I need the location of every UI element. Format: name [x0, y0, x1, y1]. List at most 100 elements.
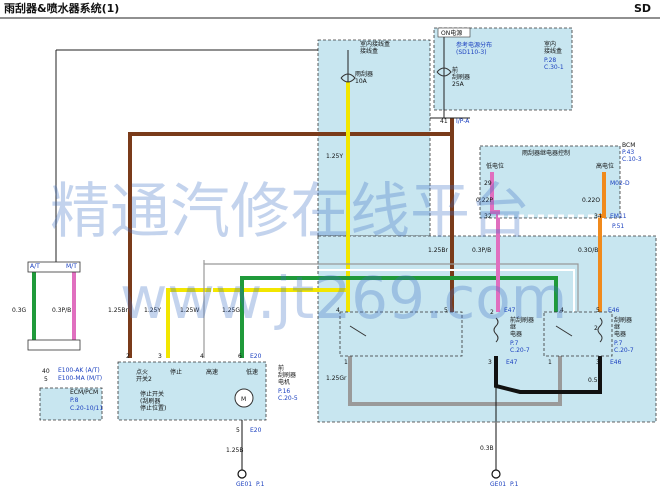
r1-pin-2: 2 — [490, 309, 494, 316]
wire-label-03b: 0.3B — [480, 445, 494, 452]
wire-label-05b: 0.5B — [588, 377, 602, 384]
motor-bottom-pin: 5 — [236, 427, 240, 434]
pin-40: 40 — [42, 368, 50, 375]
fuse-front-2: 刮刷器 — [452, 73, 470, 81]
wire-label-125w: 1.25W — [180, 307, 199, 314]
park-sw-2: (刮刷器 — [140, 397, 160, 405]
pin-29: 29 — [484, 180, 492, 187]
sw-mist-2: 开关2 — [136, 375, 152, 383]
ecm-ref-2: C.20-10/11 — [70, 405, 103, 412]
fuse-rear-rating: 10A — [355, 78, 368, 85]
relay2-coil-icon — [597, 317, 603, 343]
r2-ref-1: P.7 — [614, 340, 623, 347]
r1-label-1: 前刮刷器 — [510, 316, 534, 324]
fuse-rear-icon — [340, 73, 356, 83]
r2-pin-tr: 5 — [596, 307, 600, 314]
wire-white-outer — [203, 263, 579, 358]
motor-ref-2: C.20-5 — [278, 395, 298, 402]
bcm-ref-1: P.43 — [622, 149, 634, 156]
wire-label-03g: 0.3G — [12, 307, 27, 314]
park-sw-1: 停止开关 — [140, 390, 164, 398]
wire-label-125gr: 1.25Gr — [326, 375, 347, 382]
indoor-junction-box — [433, 27, 573, 111]
relay-ground-ref: P.1 — [510, 481, 519, 488]
r2-conn-bottom: E46 — [610, 359, 622, 366]
relay1-switch-icon — [349, 325, 367, 337]
e100-at: E100-AK (A/T) — [58, 367, 100, 374]
sw-low: 低速 — [246, 368, 258, 376]
sw-stop: 停止 — [170, 368, 182, 376]
fusebox-label-1: 室内接线盒 — [360, 40, 390, 48]
conn-m02: M02-D — [610, 180, 630, 187]
ecm-label: ECM/PCM — [70, 389, 98, 396]
r2-label-1: 刮刷器 — [614, 316, 632, 324]
ecm-ref-1: P.8 — [70, 397, 79, 404]
fuse-front-3: 25A — [452, 81, 465, 88]
relay1-coil-icon — [493, 317, 499, 343]
motor-bottom-conn: E20 — [250, 427, 262, 434]
wire-yellow — [166, 82, 350, 358]
indoor-ref-1: P.28 — [544, 57, 556, 64]
bcm-label: BCM — [622, 142, 635, 149]
bcm-low: 低电位 — [486, 162, 504, 170]
bcm-ctrl-title: 雨刮器继电器控制 — [522, 149, 570, 157]
conn-ip: I/P-A — [456, 118, 470, 125]
pin-5: 5 — [44, 376, 48, 383]
wire-label-125y: 1.25Y — [144, 307, 161, 314]
r1-pin-bl: 1 — [344, 359, 348, 366]
motor-pin-3: 3 — [158, 353, 162, 360]
on-power: ON电源 — [441, 29, 462, 37]
fuse-front-1: 前 — [452, 66, 458, 74]
relay-ground: GE01 — [490, 481, 506, 488]
r1-conn-bottom: E47 — [506, 359, 518, 366]
em11-ref: P.51 — [612, 223, 624, 230]
motor-ref-1: P.16 — [278, 388, 290, 395]
watermark-line2: www.jt269.com — [120, 264, 567, 332]
motor-ground-ref: P.1 — [256, 481, 265, 488]
r2-ref-2: C.20-7 — [614, 347, 634, 354]
front-wiper-relay — [339, 311, 463, 357]
wire-label-125b: 1.25B — [226, 447, 243, 454]
motor-icon — [234, 388, 254, 408]
relay2-switch-icon — [555, 325, 573, 337]
watermark-line1: 精通汽修在线平台 — [50, 177, 530, 247]
motor-label-1: 刮刷器 — [278, 371, 296, 379]
indoor-box-2: 接线盒 — [544, 47, 562, 55]
r2-conn: E46 — [608, 307, 620, 314]
wiper-relay — [543, 311, 613, 357]
wire-label-125br-r: 1.25Br — [428, 247, 448, 254]
wire-label-022o: 0.22O — [582, 197, 600, 204]
wire-green — [240, 276, 558, 358]
wire-orange-bcm — [598, 172, 606, 312]
fuse-rear-name: 雨刮器 — [355, 70, 373, 78]
wire-label-125g: 1.25G — [222, 307, 240, 314]
r1-conn: E47 — [504, 307, 516, 314]
label-mt: M/T — [66, 263, 77, 270]
wire-white-inner — [211, 269, 575, 358]
power-dist-1: 参考电源分布 — [456, 41, 492, 49]
pin-41: 41 — [440, 118, 448, 125]
e100-connector — [27, 339, 81, 351]
wire-label-125y-v: 1.25Y — [326, 153, 343, 160]
motor-label: 前 — [278, 364, 284, 372]
label-at: A/T — [30, 263, 40, 270]
r2-pin-bl: 1 — [548, 359, 552, 366]
motor-label-2: 电机 — [278, 378, 290, 386]
wire-label-03ob: 0.3O/B — [578, 247, 598, 254]
r2-label-3: 电器 — [614, 330, 626, 338]
indoor-ref-2: C.30-1 — [544, 64, 564, 71]
r1-pin-tr: 5 — [444, 307, 448, 314]
sw-mist-1: 点火 — [136, 368, 148, 376]
wire-label-03pb: 0.3P/B — [52, 307, 71, 314]
power-dist-2: (SD110-3) — [456, 49, 487, 56]
r1-pin-b3: 3 — [488, 359, 492, 366]
indoor-fuse-box — [317, 39, 431, 237]
r1-pin-tl: 4 — [336, 307, 340, 314]
motor-ground: GE01 — [236, 481, 252, 488]
wire-pink-bcm — [490, 172, 500, 312]
r2-pin-tl: 4 — [560, 307, 564, 314]
wire-label-125br-left: 1.25Br — [108, 307, 128, 314]
r1-label-2: 继 — [510, 323, 516, 331]
on-power-tag — [437, 27, 471, 38]
wire-label-03pb-r: 0.3P/B — [472, 247, 491, 254]
